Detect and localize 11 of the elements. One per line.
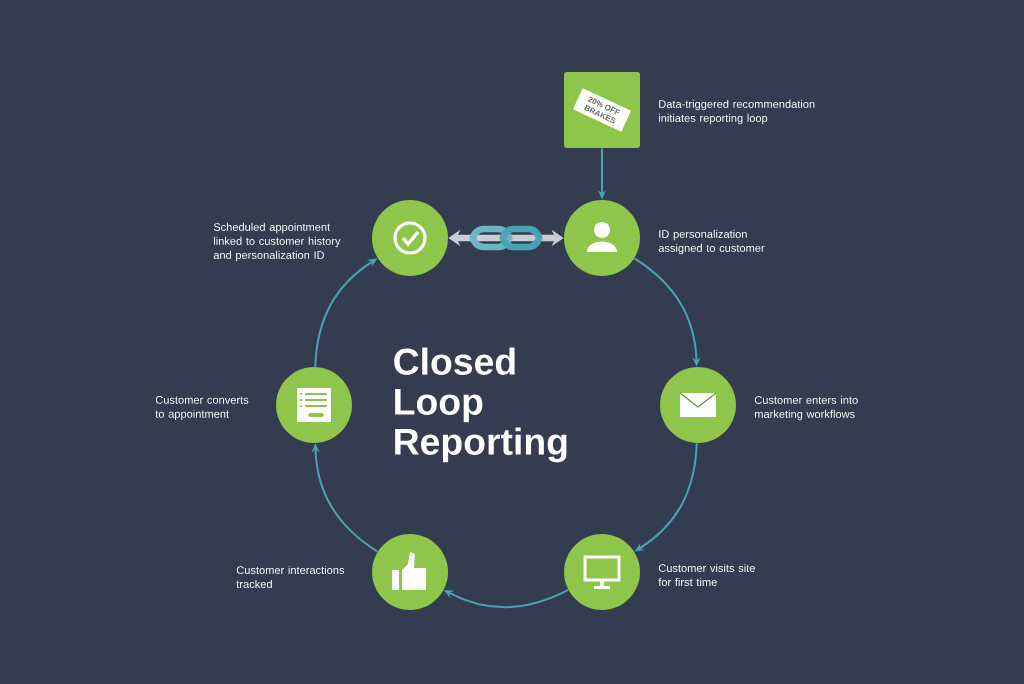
step-description: Customer converts to appointment — [155, 396, 249, 420]
title: Closed Loop Reporting — [394, 347, 567, 463]
step-description: Scheduled appointment linked to customer history and personalization ID — [213, 222, 341, 262]
step-circle — [372, 200, 448, 276]
step-description: Customer interactions tracked — [236, 565, 345, 589]
step-circle — [564, 200, 640, 276]
step-description: ID personalization assigned to customer — [658, 229, 765, 255]
step-description: Data-triggered recommendation initiates reporting loop — [659, 99, 815, 125]
step-description: Customer enters into marketing workflows — [754, 395, 858, 421]
step-description: Customer visits site for first time — [658, 563, 755, 587]
step-circle — [564, 534, 640, 610]
